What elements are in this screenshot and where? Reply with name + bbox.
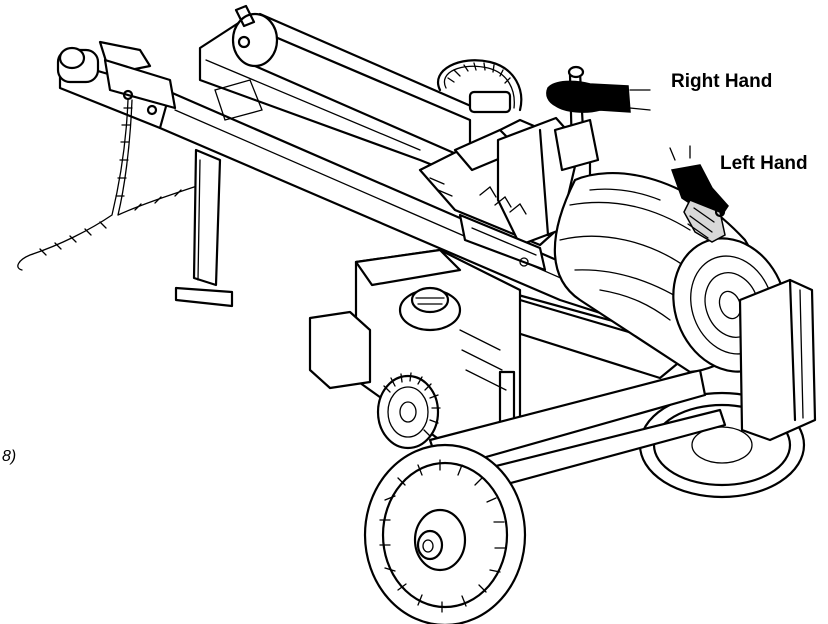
front-stand <box>174 148 234 308</box>
end-plate <box>738 278 817 442</box>
hydraulic-cylinder <box>198 4 482 182</box>
left-hand-icon <box>669 145 729 243</box>
hydraulic-hoses <box>437 59 523 114</box>
right-hand-label: Right Hand <box>671 71 773 92</box>
axle-frame <box>428 368 727 492</box>
right-hand-icon <box>546 80 651 113</box>
safety-chain <box>17 99 201 271</box>
tow-hitch <box>56 40 177 116</box>
left-hand-label: Left Hand <box>720 153 808 174</box>
figure-marker: 8) <box>2 448 17 465</box>
engine <box>308 248 522 450</box>
front-wheel <box>363 443 527 624</box>
